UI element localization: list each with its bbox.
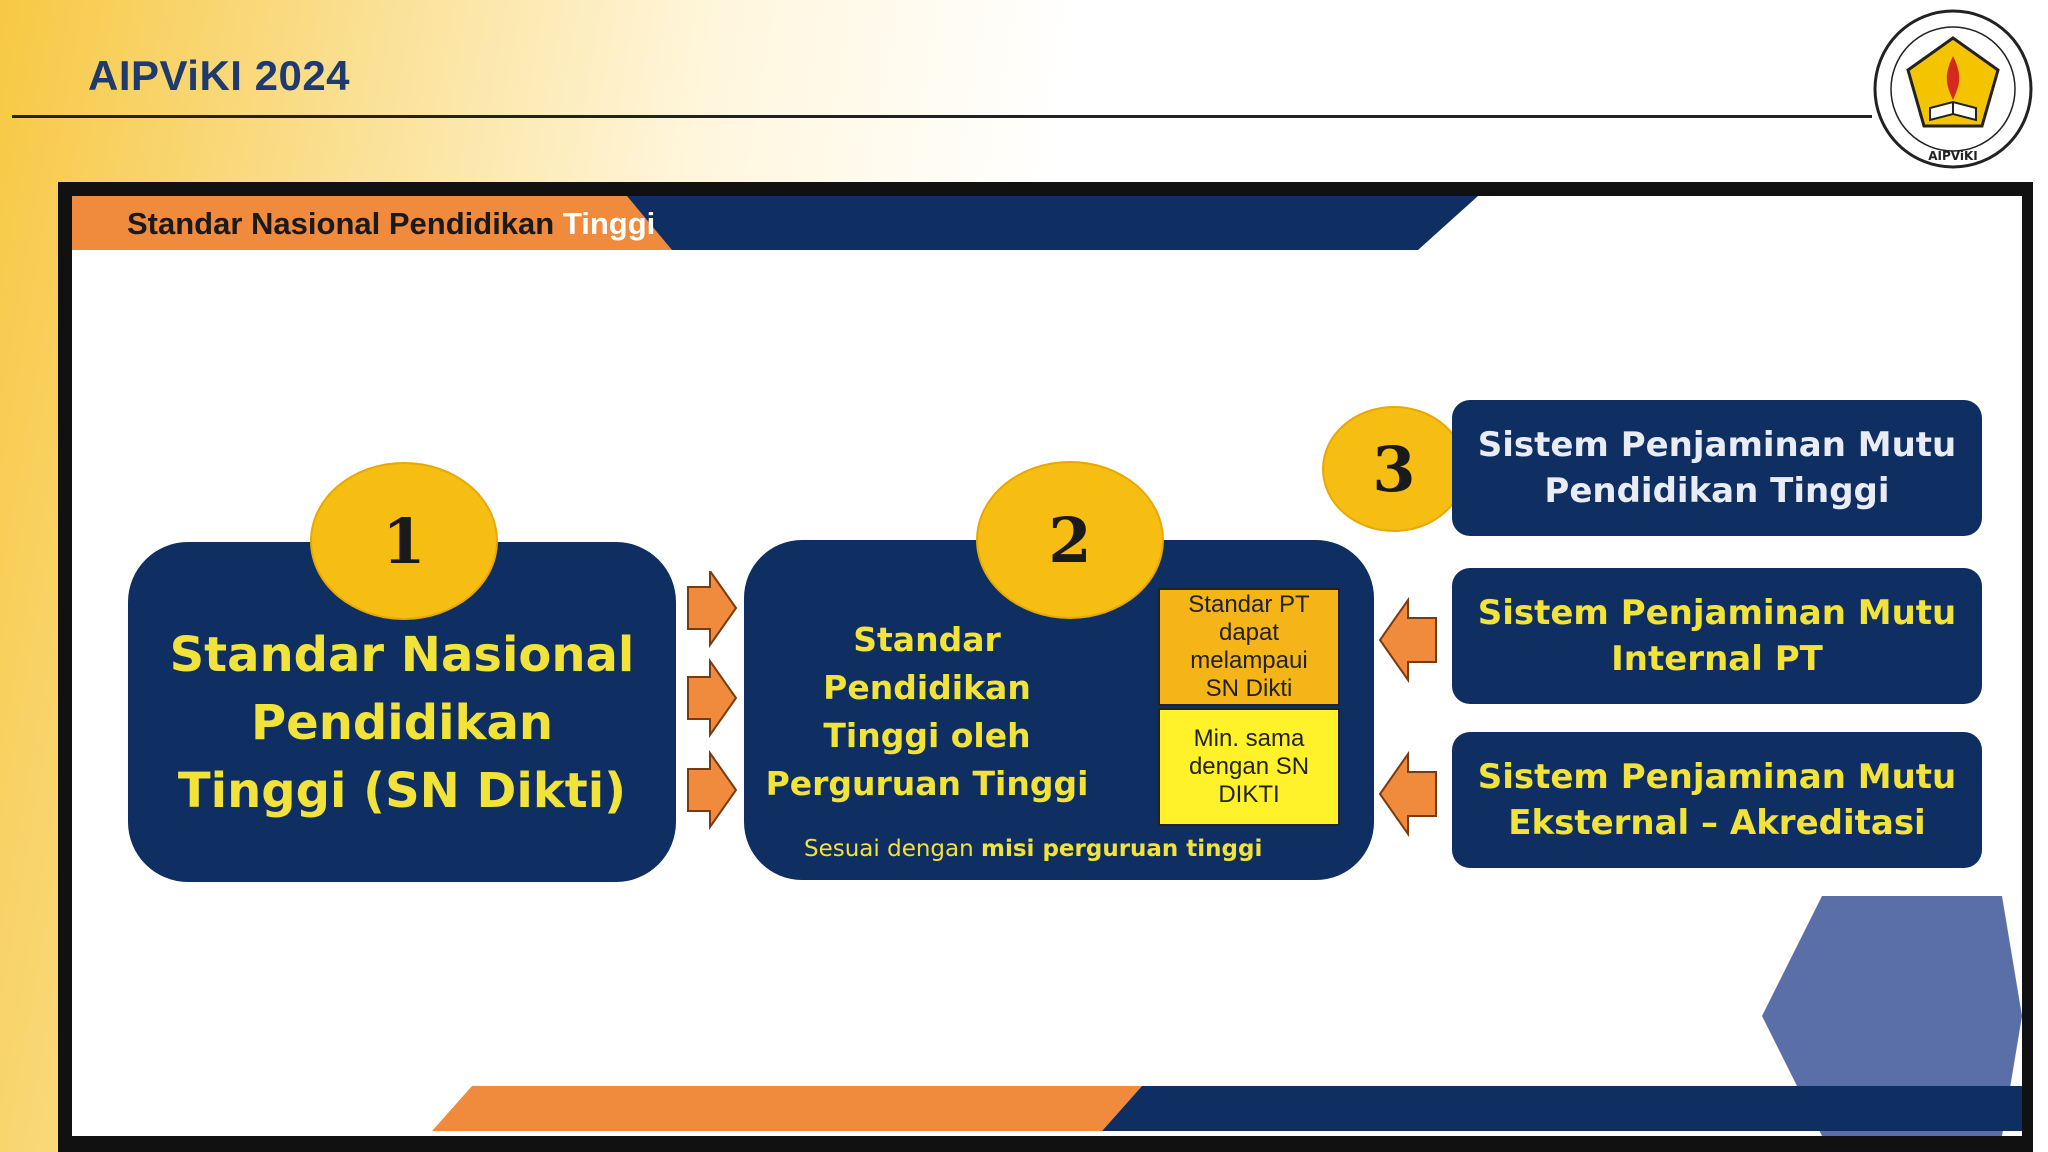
aipviki-logo: AIPViKI bbox=[1873, 9, 2033, 169]
standar-pt-label: Standar Pendidikan Tinggi oleh Perguruan… bbox=[765, 620, 1089, 803]
footer-band bbox=[432, 1086, 2022, 1131]
sn-dikti-label: Standar Nasional Pendidikan Tinggi (SN D… bbox=[169, 627, 635, 819]
svg-text:AIPViKI: AIPViKI bbox=[1928, 149, 1978, 163]
arrow-right-icon bbox=[687, 749, 738, 831]
misi-footnote: Sesuai dengan misi perguruan tinggi bbox=[804, 836, 1263, 862]
arrow-left-icon bbox=[1378, 596, 1437, 684]
min-sama-box: Min. sama dengan SN DIKTI bbox=[1158, 708, 1340, 826]
step-3-circle: 3 bbox=[1322, 406, 1466, 532]
arrow-right-icon bbox=[687, 657, 738, 739]
arrows-to-node2 bbox=[687, 571, 738, 831]
hexagon-decoration bbox=[1762, 896, 2022, 1136]
arrow-right-icon bbox=[687, 571, 738, 649]
arrow-left-icon bbox=[1378, 750, 1437, 838]
banner-background bbox=[72, 196, 1478, 250]
arrows-to-node2-left bbox=[1378, 596, 1437, 838]
page-header-title: AIPViKI 2024 bbox=[88, 52, 351, 99]
header-divider bbox=[12, 115, 1872, 118]
step-2-circle: 2 bbox=[976, 461, 1164, 619]
banner-title: Standar Nasional Pendidikan Tinggi bbox=[127, 206, 656, 241]
step-1-circle: 1 bbox=[310, 462, 498, 620]
slide-image: Standar Nasional Pendidikan Tinggi Stand… bbox=[72, 196, 2022, 1136]
melampaui-box: Standar PT dapat melampaui SN Dikti bbox=[1158, 588, 1340, 706]
